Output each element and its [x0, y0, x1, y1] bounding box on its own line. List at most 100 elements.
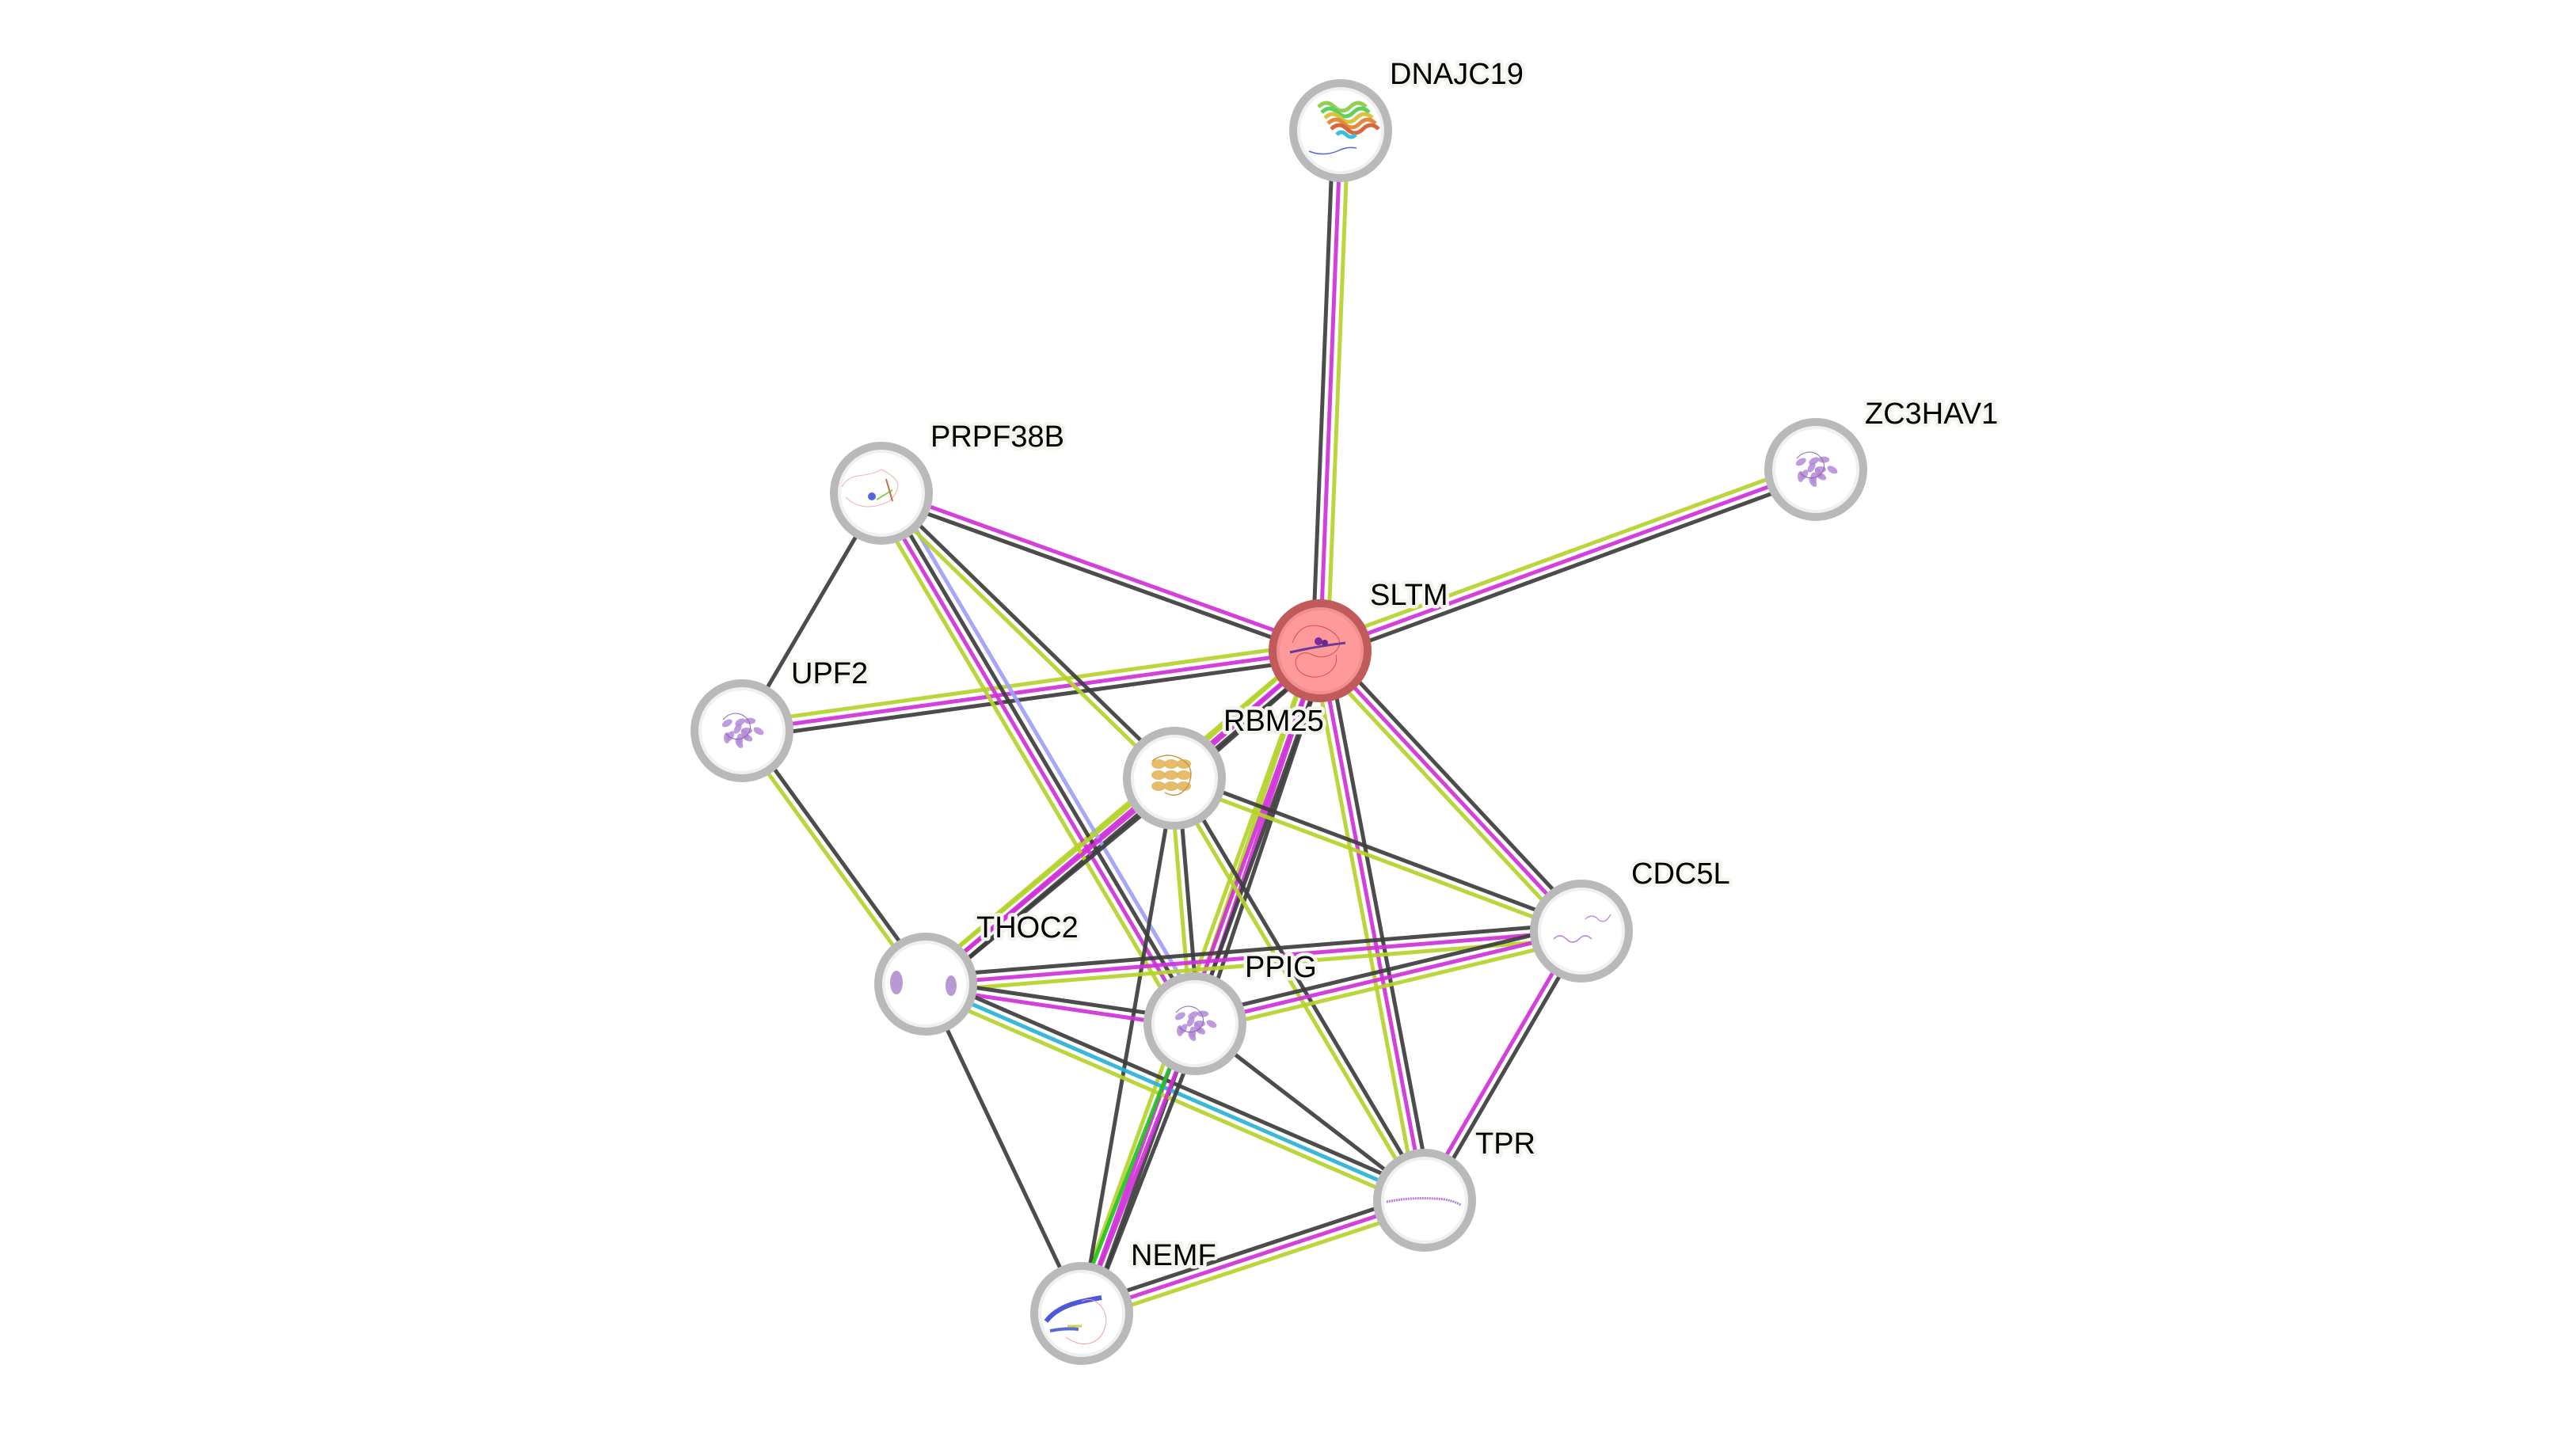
- node-label[interactable]: PPIG: [1242, 948, 1321, 988]
- edge-line-textmining: [877, 494, 1174, 783]
- edge-line-textmining: [1311, 652, 1420, 1203]
- edge-line-textmining: [919, 770, 1171, 980]
- node-label[interactable]: ZC3HAV1: [1862, 394, 2002, 435]
- edge-line-textmining: [1172, 780, 1581, 937]
- edge-line-coexpression: [1193, 922, 1581, 1019]
- edge-line-coexpression: [923, 983, 1084, 1315]
- node-circle[interactable]: [874, 933, 977, 1036]
- node-zc3hav1[interactable]: ZC3HAV1: [1764, 394, 2002, 521]
- node-label[interactable]: DNAJC19: [1387, 55, 1528, 95]
- node-inner-shadow: [838, 450, 925, 537]
- node-label[interactable]: RBM25: [1220, 701, 1328, 742]
- protein-structure-icon: [1386, 1197, 1462, 1207]
- edge-line-coexpression: [1425, 932, 1587, 1203]
- node-inner-shadow: [1277, 607, 1364, 694]
- node-label[interactable]: NEMF: [1128, 1236, 1220, 1276]
- protein-structure-icon: [1553, 914, 1611, 943]
- edge-line-coexpression: [1311, 130, 1336, 651]
- edge-line-textmining: [740, 641, 1320, 726]
- node-inner-shadow: [882, 941, 969, 1028]
- edge-line-coexpression: [1175, 775, 1430, 1199]
- edge-rbm25-cdc5l[interactable]: [1172, 773, 1584, 937]
- edge-prpf38b-ppig[interactable]: [869, 486, 1207, 1031]
- node-label[interactable]: PRPF38B: [927, 417, 1068, 458]
- node-rbm25[interactable]: RBM25: [1123, 701, 1328, 830]
- node-inner-shadow: [1772, 426, 1859, 513]
- edge-ppig-cdc5l[interactable]: [1193, 922, 1584, 1033]
- edge-line-experiments: [1419, 928, 1581, 1199]
- edge-line-coexpression: [1079, 1191, 1423, 1309]
- edge-line-experiments: [881, 488, 1322, 649]
- edge-line-textmining: [1313, 654, 1577, 938]
- edge-line-experiments: [1319, 467, 1817, 653]
- protein-structure-icon: [1174, 1005, 1217, 1041]
- node-circle[interactable]: [1373, 1149, 1476, 1252]
- protein-structure-icon: [1044, 1295, 1107, 1344]
- node-nemf[interactable]: NEMF: [1030, 1236, 1220, 1365]
- edge-ppig-nemf[interactable]: [1072, 1020, 1204, 1317]
- edge-line-textmining: [1083, 1205, 1428, 1323]
- query-node-circle[interactable]: [1269, 599, 1372, 702]
- edge-line-experiments: [1318, 649, 1583, 933]
- node-label[interactable]: TPR: [1472, 1124, 1539, 1165]
- protein-structure-icon: [1151, 755, 1192, 796]
- node-ppig[interactable]: PPIG: [1143, 948, 1321, 1075]
- edge-line-experiments: [925, 929, 1582, 986]
- protein-structure-icon: [1795, 451, 1838, 487]
- node-circle[interactable]: [1030, 1262, 1133, 1365]
- node-tpr[interactable]: TPR: [1373, 1124, 1539, 1252]
- edge-line-coexpression: [929, 782, 1181, 992]
- edge-sltm-zc3hav1[interactable]: [1316, 460, 1820, 660]
- edge-sltm-dnajc19[interactable]: [1311, 130, 1350, 652]
- node-thoc2[interactable]: THOC2: [874, 908, 1083, 1036]
- node-inner-shadow: [1297, 87, 1384, 174]
- edge-line-coexpression: [1086, 1025, 1204, 1317]
- edge-prpf38b-rbm25[interactable]: [877, 488, 1179, 783]
- edge-line-experiments: [1081, 1198, 1425, 1316]
- node-label[interactable]: UPF2: [788, 654, 872, 694]
- edge-line-coexpression: [1324, 644, 1589, 928]
- node-upf2[interactable]: UPF2: [691, 654, 872, 782]
- edge-line-coexpression: [882, 488, 1179, 777]
- protein-structure-icon: [890, 971, 957, 996]
- edge-thoc2-nemf[interactable]: [923, 983, 1084, 1315]
- protein-structure-icon: [841, 469, 899, 507]
- edge-sltm-prpf38b[interactable]: [879, 488, 1322, 656]
- node-inner-shadow: [1151, 980, 1239, 1067]
- protein-structure-icon: [1308, 101, 1380, 155]
- edge-line-coexpression: [879, 495, 1320, 656]
- edge-line-homology: [889, 486, 1207, 1020]
- edge-sltm-cdc5l[interactable]: [1313, 644, 1589, 938]
- edge-line-textmining: [1325, 131, 1350, 652]
- edge-sltm-tpr[interactable]: [1311, 648, 1434, 1203]
- edge-line-experiments: [876, 494, 1194, 1027]
- node-cdc5l[interactable]: CDC5L: [1530, 854, 1734, 983]
- node-sltm[interactable]: SLTM: [1269, 576, 1452, 702]
- edge-rbm25-thoc2[interactable]: [919, 770, 1181, 992]
- edge-cdc5l-tpr[interactable]: [1419, 928, 1587, 1203]
- protein-structure-icon: [721, 713, 764, 748]
- edge-line-textmining: [737, 732, 925, 988]
- edge-line-coexpression: [1325, 648, 1434, 1199]
- edge-line-coexpression: [1079, 777, 1177, 1314]
- edge-upf2-thoc2[interactable]: [737, 727, 930, 988]
- edge-line-coexpression: [1322, 474, 1820, 660]
- edge-line-experiments: [741, 648, 1321, 733]
- edge-line-experiments: [1318, 650, 1427, 1201]
- node-circle[interactable]: [1530, 880, 1633, 983]
- node-label[interactable]: THOC2: [973, 908, 1083, 948]
- node-label[interactable]: CDC5L: [1628, 854, 1734, 895]
- edge-rbm25-nemf[interactable]: [1079, 777, 1177, 1314]
- node-dnajc19[interactable]: DNAJC19: [1289, 55, 1528, 182]
- node-prpf38b[interactable]: PRPF38B: [830, 417, 1068, 545]
- node-circle[interactable]: [830, 442, 933, 545]
- edge-line-textmining: [1196, 936, 1584, 1033]
- edge-line-experiments: [1194, 929, 1582, 1026]
- node-inner-shadow: [1038, 1270, 1125, 1357]
- edge-line-neighborhood: [1072, 1020, 1190, 1312]
- node-label[interactable]: SLTM: [1367, 576, 1452, 616]
- edge-sltm-upf2[interactable]: [740, 641, 1322, 740]
- edge-nemf-tpr[interactable]: [1079, 1191, 1428, 1323]
